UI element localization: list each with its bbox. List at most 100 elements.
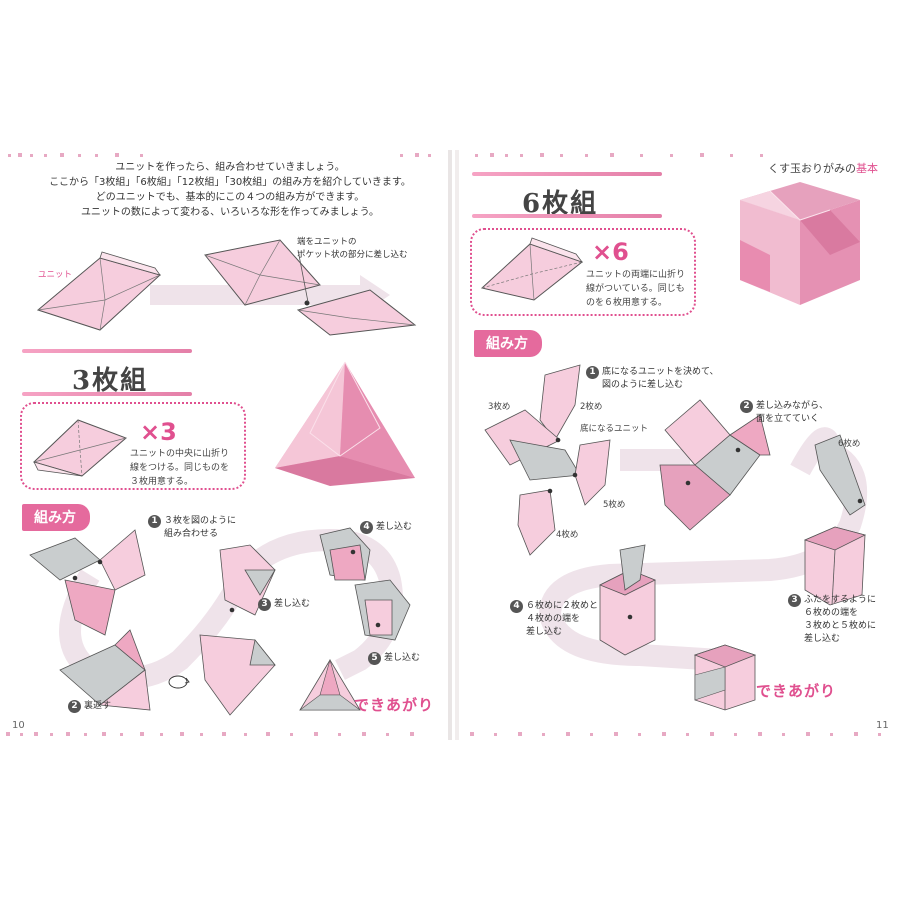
top-dotted-border — [8, 153, 763, 157]
step-text: 差し込む — [804, 634, 841, 644]
section6-note: ユニットの両端に山折り 線がついている。同じも のを６枚用意する。 — [586, 268, 685, 310]
intro-line: ここから「3枚組」「6枚組」「12枚組」「30枚組」の組み方を紹介していきます。 — [49, 177, 411, 188]
label-second: 2枚め — [580, 402, 603, 412]
intro-illustration — [36, 239, 417, 336]
unit-diagram-1 — [36, 251, 161, 331]
insert-note-line: ポケット状の部分に差し込む — [297, 250, 408, 260]
section6-note-line: ユニットの両端に山折り — [586, 270, 686, 280]
section3-multiplier: ×3 — [140, 418, 177, 446]
section6-done: できあがり — [756, 682, 837, 700]
section3-note-line: ３枚用意する。 — [130, 477, 194, 487]
section6-steps-illustration — [484, 364, 868, 711]
section3-note: ユニットの中央に山折り 線をつける。同じものを ３枚用意する。 — [130, 447, 229, 489]
step-number: 4 — [360, 521, 373, 534]
section3-note-line: 線をつける。同じものを — [130, 463, 230, 473]
step-number: 3 — [788, 594, 801, 607]
step-text: 図のように差し込む — [602, 380, 684, 390]
section3-steps-illustration — [29, 527, 411, 716]
unit-3-illustration — [33, 419, 127, 477]
step-text: 差し込む — [274, 599, 311, 609]
title-rule-top — [472, 172, 662, 176]
step-number: 1 — [148, 515, 161, 528]
label-bottom: 底になるユニット — [580, 424, 649, 434]
label-fourth: 4枚め — [556, 530, 579, 540]
step3-diagram — [219, 544, 276, 616]
step1-diagram-6 — [484, 364, 611, 556]
step-text: ３枚を図のように — [164, 516, 237, 526]
title-rule-bottom — [22, 392, 192, 396]
cube-photo — [740, 182, 860, 305]
step4-diagram — [319, 527, 371, 581]
step2-diagram-6 — [659, 399, 771, 531]
step-text: ふたをするように — [804, 595, 877, 605]
section3-howto-tag: 組み方 — [22, 504, 90, 531]
running-header: くす玉おりがみの基本 — [768, 160, 878, 176]
step-number: 4 — [510, 600, 523, 613]
intro-line: どのユニットでも、基本的にこの４つの組み方ができます。 — [95, 192, 365, 203]
step-number: 2 — [68, 700, 81, 713]
step-text: ４枚めの端を — [526, 614, 581, 624]
sixth-unit-diagram — [814, 434, 866, 516]
step-text: 組み合わせる — [164, 529, 219, 539]
label-sixth: 6枚め — [838, 439, 861, 449]
step-text: ３枚めと５枚めに — [804, 621, 877, 631]
step-text: 裏返す — [84, 701, 112, 711]
gutter-right — [455, 150, 459, 740]
unit-label: ユニット — [38, 270, 73, 280]
section3-done: できあがり — [354, 696, 435, 714]
insert-note-line: 端をユニットの — [297, 237, 357, 247]
step-number: 5 — [368, 652, 381, 665]
flip-icon — [168, 675, 190, 689]
step2b-diagram — [199, 634, 276, 716]
header-emphasis: 基本 — [856, 162, 878, 175]
step-text: ６枚めに２枚めと — [526, 601, 599, 611]
section6-note-line: のを６枚用意する。 — [586, 298, 668, 308]
finished-cube-diagram — [693, 644, 757, 711]
label-fifth: 5枚め — [603, 500, 626, 510]
page-number-left: 10 — [12, 720, 25, 731]
step3-diagram-6 — [803, 526, 867, 606]
step-text: 差し込む — [376, 522, 413, 532]
gutter-left — [448, 150, 452, 740]
step-text: 差し込みながら、 — [756, 401, 829, 411]
step-number: 1 — [586, 366, 599, 379]
unit-6-illustration — [480, 237, 584, 301]
unit-diagram-2 — [204, 239, 417, 336]
bottom-dotted-border — [6, 732, 881, 736]
title-rule-bottom — [472, 214, 662, 218]
insert-note: 端をユニットの ポケット状の部分に差し込む — [297, 236, 408, 262]
header-series: くす玉おりがみの — [768, 162, 856, 175]
step-text: 底になるユニットを決めて、 — [602, 367, 719, 377]
triangle-photo — [275, 361, 415, 486]
step5-diagram — [354, 579, 411, 641]
step-text: 面を立てていく — [756, 414, 820, 424]
step2-diagram — [59, 629, 151, 711]
section6-multiplier: ×6 — [592, 238, 629, 266]
step-number: 2 — [740, 400, 753, 413]
section3-note-line: ユニットの中央に山折り — [130, 449, 230, 459]
intro-text: ユニットを作ったら、組み合わせていきましょう。 ここから「3枚組」「6枚組」「1… — [30, 160, 430, 220]
step-text: 差し込む — [526, 627, 563, 637]
section3-title: 3枚組 — [72, 366, 149, 396]
page-number-right: 11 — [876, 720, 889, 731]
section6-howto-tag: 組み方 — [474, 330, 542, 357]
intro-line: ユニットを作ったら、組み合わせていきましょう。 — [115, 162, 345, 173]
step-text: 差し込む — [384, 653, 421, 663]
label-third: 3枚め — [488, 402, 511, 412]
section6-note-line: 線がついている。同じも — [586, 284, 685, 294]
step-number: 3 — [258, 598, 271, 611]
step4-diagram-6 — [599, 544, 656, 656]
step1-diagram — [29, 529, 146, 636]
finished-triangle-diagram — [299, 658, 361, 711]
intro-line: ユニットの数によって変わる、いろいろな形を作ってみましょう。 — [80, 207, 380, 218]
